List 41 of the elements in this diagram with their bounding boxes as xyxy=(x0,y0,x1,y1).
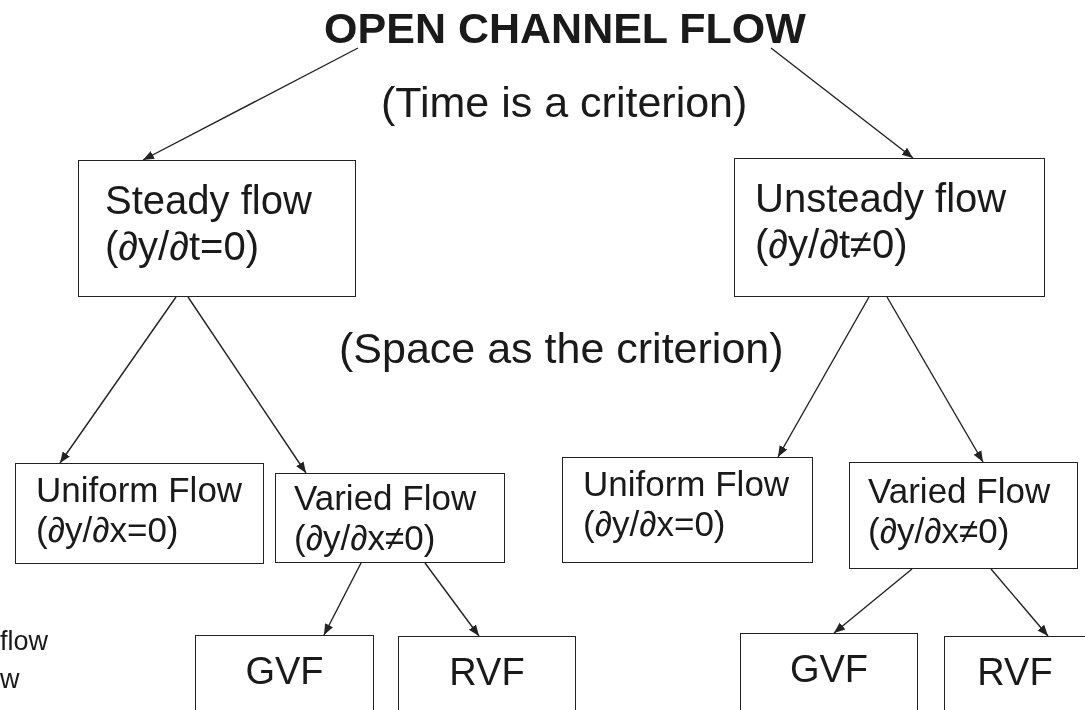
process-box xyxy=(944,636,1085,710)
arrow xyxy=(886,296,984,463)
box-heading: Varied Flow xyxy=(294,478,478,519)
box-heading: Uniform Flow xyxy=(583,464,791,505)
arrow xyxy=(424,562,480,637)
title-heading: OPEN CHANNEL FLOW xyxy=(324,4,806,54)
formula-text: (∂y/∂x≠0) xyxy=(868,511,1011,552)
box-heading: GVF xyxy=(244,650,325,694)
arrow xyxy=(990,568,1049,637)
process-box xyxy=(78,160,356,297)
process-box xyxy=(195,635,374,710)
box-heading: RVF xyxy=(976,651,1054,695)
process-box xyxy=(849,462,1078,569)
box-heading: GVF xyxy=(788,648,870,692)
cut-off-text: w xyxy=(0,664,20,695)
arrow xyxy=(777,296,870,458)
box-heading: Unsteady flow xyxy=(755,175,1008,221)
arrow xyxy=(59,296,177,464)
arrow xyxy=(833,568,913,634)
box-heading: Steady flow xyxy=(105,177,313,223)
box-heading: Varied Flow xyxy=(868,471,1052,512)
arrow xyxy=(187,296,307,474)
arrow xyxy=(323,562,362,636)
formula-text: (∂y/∂x=0) xyxy=(583,504,727,545)
formula-text: (∂y/∂t=0) xyxy=(105,223,260,269)
process-box xyxy=(398,636,576,710)
process-box xyxy=(15,463,264,564)
arrow xyxy=(142,47,359,161)
formula-text: (∂y/∂x≠0) xyxy=(294,518,437,559)
formula-text: (∂y/∂t≠0) xyxy=(755,221,909,267)
criterion-note: (Time is a criterion) xyxy=(381,78,748,127)
cut-off-text: flow xyxy=(0,626,48,657)
formula-text: (∂y/∂x=0) xyxy=(36,510,180,551)
process-box xyxy=(562,457,813,563)
process-box xyxy=(740,633,918,710)
arrow xyxy=(770,47,914,159)
process-box xyxy=(734,158,1045,297)
criterion-note: (Space as the criterion) xyxy=(339,324,784,373)
box-heading: Uniform Flow xyxy=(36,470,244,511)
process-box xyxy=(275,473,505,563)
box-heading: RVF xyxy=(448,651,526,695)
